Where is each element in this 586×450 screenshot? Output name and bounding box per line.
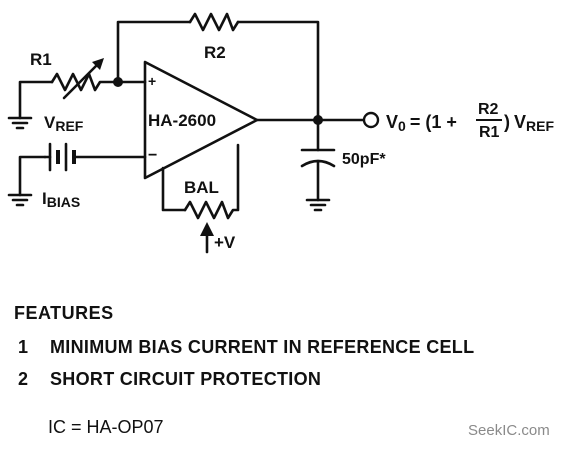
minus-input-wire: [18, 155, 47, 197]
feature-item-1-text: MINIMUM BIAS CURRENT IN REFERENCE CELL: [50, 337, 475, 357]
vo-eq-prefix: = (1 +: [410, 112, 457, 132]
r1-variable-arrow: [62, 58, 104, 100]
supply-arrow: [200, 222, 214, 254]
features-heading: FEATURES: [14, 303, 114, 323]
svg-text:)VREF: )VREF: [504, 112, 554, 134]
label-vref: VREF: [44, 113, 84, 134]
vo-sub: 0: [398, 118, 406, 134]
ground-symbol-cap: [305, 198, 331, 212]
vo-main: V: [386, 112, 398, 132]
vo-vref-sub: REF: [526, 118, 554, 134]
resistor-r2: [188, 12, 240, 32]
label-opamp: HA-2600: [148, 111, 216, 130]
opamp-triangle: [143, 60, 259, 180]
label-ibias: IBIAS: [42, 189, 80, 210]
r1-left-wire: [18, 80, 54, 120]
bal-wire-left: [161, 166, 187, 212]
ground-symbol-r1: [7, 116, 33, 130]
feature-item-2-text: SHORT CIRCUIT PROTECTION: [50, 369, 322, 389]
output-terminal: [362, 111, 380, 129]
label-supply: +V: [214, 233, 236, 252]
junction-dot-input: [113, 77, 123, 87]
label-r1: R1: [30, 50, 52, 69]
feature-item-2-number: 2: [18, 369, 29, 389]
bal-potentiometer: [183, 143, 240, 220]
label-r2: R2: [204, 43, 226, 62]
capacitor-50pf: [300, 148, 336, 202]
opamp-plus-sign: +: [148, 73, 156, 89]
resistor-r1: [50, 72, 120, 92]
vo-close: ): [504, 112, 510, 132]
battery-symbol: [43, 142, 147, 172]
feature-item-1-number: 1: [18, 337, 29, 357]
ground-symbol-bias: [7, 193, 33, 207]
svg-text:V0= (1 +: V0= (1 +: [386, 112, 457, 134]
label-capacitor: 50pF*: [342, 151, 386, 168]
opamp-minus-sign: −: [148, 147, 157, 164]
label-bal: BAL: [184, 178, 219, 197]
vo-fraction-denominator: R1: [479, 124, 500, 141]
feedback-wire: [116, 20, 320, 120]
watermark: SeekIC.com: [468, 422, 550, 439]
output-equation: V0= (1 + R2 R1 )VREF: [386, 101, 554, 141]
vo-vref-main: V: [514, 112, 526, 132]
vo-fraction-numerator: R2: [478, 101, 499, 118]
ic-note: IC = HA-OP07: [48, 417, 164, 437]
